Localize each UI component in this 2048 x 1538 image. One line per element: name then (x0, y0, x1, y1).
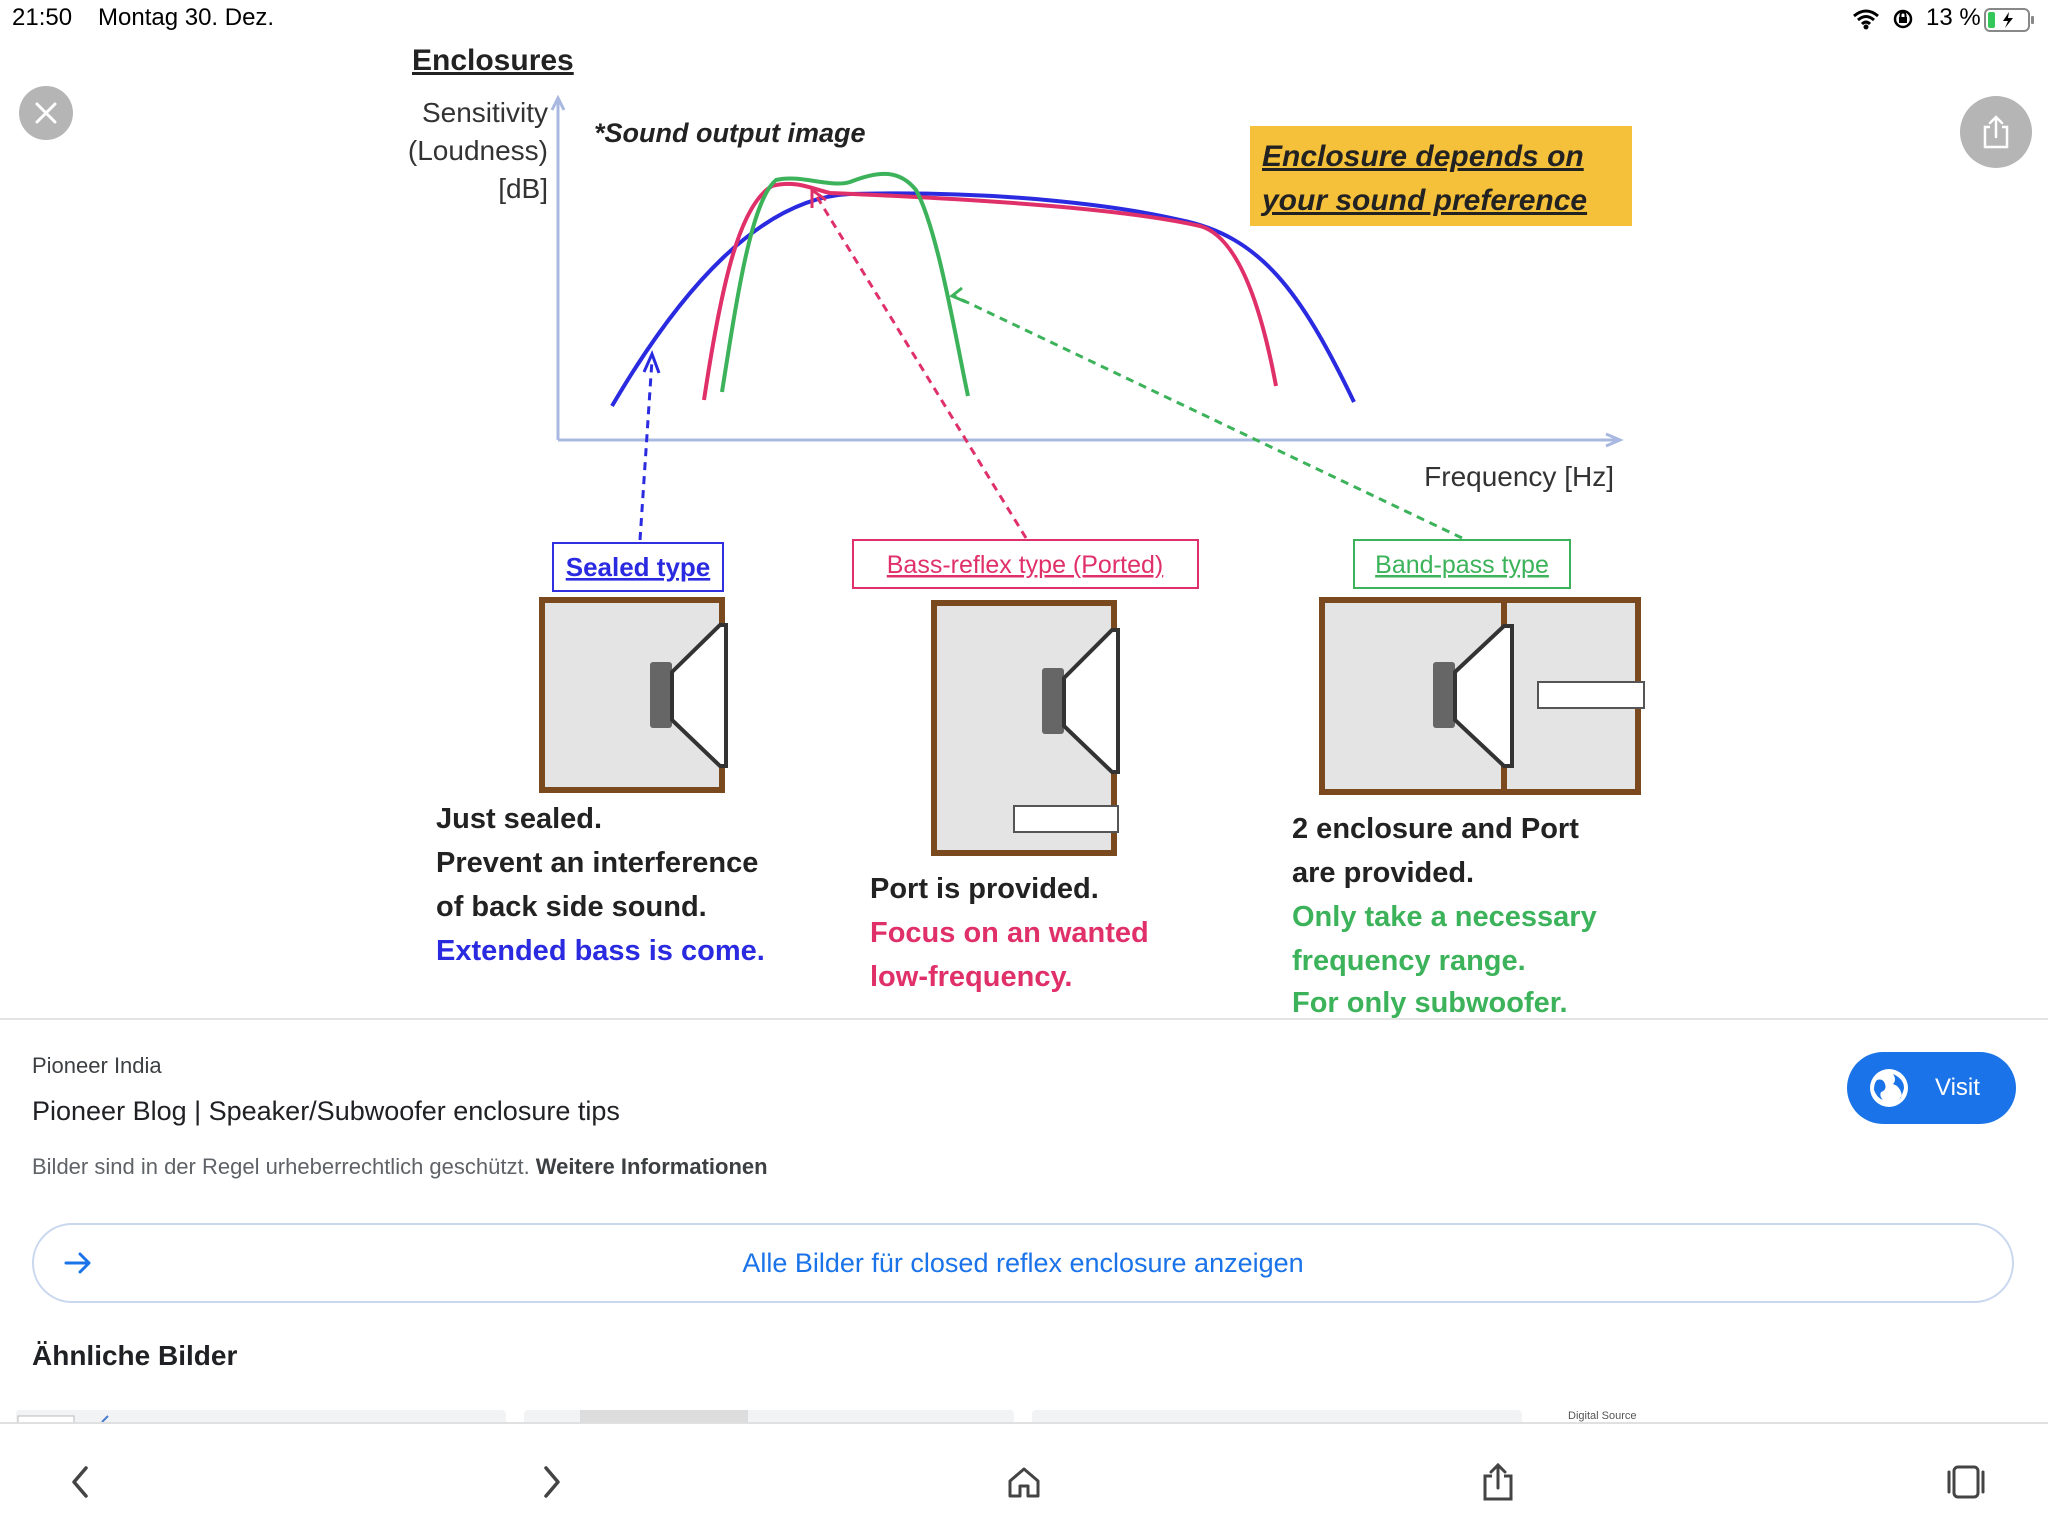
sealed-highlight: Extended bass is come. (436, 935, 765, 967)
image-viewer[interactable]: Enclosures Sensitivity (Loudness) [dB] *… (0, 40, 2048, 1018)
copyright-notice: Bilder sind in der Regel urheberrechtlic… (32, 1154, 768, 1180)
tabs-icon (1947, 1465, 1985, 1499)
battery-percent: 13 % (1926, 4, 1981, 31)
back-button[interactable] (50, 1452, 110, 1512)
sealed-arrowhead (642, 350, 661, 374)
enclosure-diagram-image: Enclosures Sensitivity (Loudness) [dB] *… (408, 44, 1645, 1018)
bassreflex-arrowhead (810, 187, 827, 208)
wifi-icon (1853, 9, 1879, 30)
chevron-left-icon (72, 1466, 88, 1498)
copyright-text: Bilder sind in der Regel urheberrechtlic… (32, 1154, 530, 1179)
similar-images-heading: Ähnliche Bilder (32, 1340, 238, 1371)
divider (0, 1018, 2048, 1020)
bandpass-response-curve (720, 171, 970, 397)
sealed-label: Sealed type (566, 552, 711, 582)
bandpass-enclosure (1319, 597, 1645, 795)
sealed-desc-1: Just sealed. (436, 803, 602, 835)
y-axis-label-2: (Loudness) (408, 135, 548, 166)
bandpass-description: 2 enclosure and Port are provided. (1292, 813, 1587, 889)
bandpass-highlight-1: Only take a necessary (1292, 901, 1597, 933)
page-title-link[interactable]: Pioneer Blog | Speaker/Subwoofer enclosu… (32, 1096, 620, 1126)
bandpass-arrowhead (949, 286, 967, 304)
bassreflex-enclosure (931, 600, 1120, 856)
bandpass-desc-2: are provided. (1292, 857, 1474, 889)
share-icon (1483, 1462, 1513, 1501)
sealed-description: Just sealed. Prevent an interference of … (436, 803, 766, 923)
forward-button[interactable] (522, 1452, 582, 1512)
battery-icon (1984, 8, 2034, 32)
image-share-button[interactable] (1960, 96, 2032, 168)
image-title: Enclosures (412, 44, 574, 77)
home-button[interactable] (994, 1452, 1054, 1512)
bandpass-pointer-arrow (953, 294, 1463, 540)
bassreflex-response-curve (702, 181, 1278, 401)
bassreflex-highlight: Focus on an wanted low-frequency. (870, 917, 1157, 993)
source-name: Pioneer India (32, 1053, 162, 1078)
sound-output-note: *Sound output image (594, 118, 865, 148)
share-icon (1983, 115, 2009, 149)
all-images-label: Alle Bilder für closed reflex enclosure … (742, 1247, 1304, 1278)
status-bar: 21:50 Montag 30. Dez. 13 % (0, 0, 2048, 40)
chevron-right-icon (544, 1466, 560, 1498)
y-axis-label-3: [dB] (498, 173, 548, 204)
bottom-toolbar (0, 1422, 2048, 1538)
bassreflex-pointer-arrow (812, 191, 1028, 539)
close-button[interactable] (19, 86, 73, 140)
y-axis-arrow (550, 94, 566, 111)
orientation-lock-icon (1893, 9, 1913, 29)
status-date: Montag 30. Dez. (98, 4, 275, 31)
visit-button[interactable]: Visit (1847, 1052, 2016, 1124)
bassreflex-label: Bass-reflex type (Ported) (887, 551, 1164, 579)
bassreflex-label-box (852, 539, 1199, 589)
status-time: 21:50 (12, 4, 73, 31)
tabs-button[interactable] (1936, 1452, 1996, 1512)
sealed-enclosure (539, 597, 728, 793)
sealed-desc-2: Prevent an interference (436, 847, 758, 879)
bandpass-label-box (1353, 539, 1571, 589)
sealed-pointer-arrow (638, 359, 654, 541)
bandpass-highlight-3: For only subwoofer. (1292, 987, 1568, 1018)
bassreflex-highlight-2: low-frequency. (870, 961, 1073, 993)
callout-box (1250, 126, 1632, 226)
visit-label: Visit (1935, 1074, 1980, 1101)
home-icon (1008, 1467, 1040, 1498)
bandpass-highlight: Only take a necessary frequency range. F… (1292, 901, 1605, 1018)
bandpass-desc-1: 2 enclosure and Port (1292, 813, 1579, 845)
callout-line-2: your sound preference (1260, 184, 1587, 217)
share-button[interactable] (1468, 1452, 1528, 1512)
arrow-right-icon (64, 1252, 91, 1274)
sealed-label-box (552, 542, 724, 592)
bassreflex-highlight-1: Focus on an wanted (870, 917, 1149, 949)
sealed-desc-3: of back side sound. (436, 891, 707, 923)
close-icon (35, 102, 57, 124)
bandpass-highlight-2: frequency range. (1292, 945, 1526, 977)
globe-icon (1870, 1069, 1908, 1107)
sealed-response-curve (610, 191, 1356, 408)
more-info-link[interactable]: Weitere Informationen (535, 1154, 768, 1179)
all-images-button[interactable]: Alle Bilder für closed reflex enclosure … (32, 1223, 2014, 1303)
callout-line-1: Enclosure depends on (1262, 140, 1584, 173)
x-axis-label: Frequency [Hz] (1424, 461, 1614, 492)
bassreflex-desc: Port is provided. (870, 873, 1099, 905)
y-axis-label-1: Sensitivity (422, 97, 548, 128)
x-axis-arrow (1605, 432, 1624, 448)
bandpass-label: Band-pass type (1375, 551, 1549, 579)
thumb-4-text: Digital Source (1568, 1410, 1637, 1422)
